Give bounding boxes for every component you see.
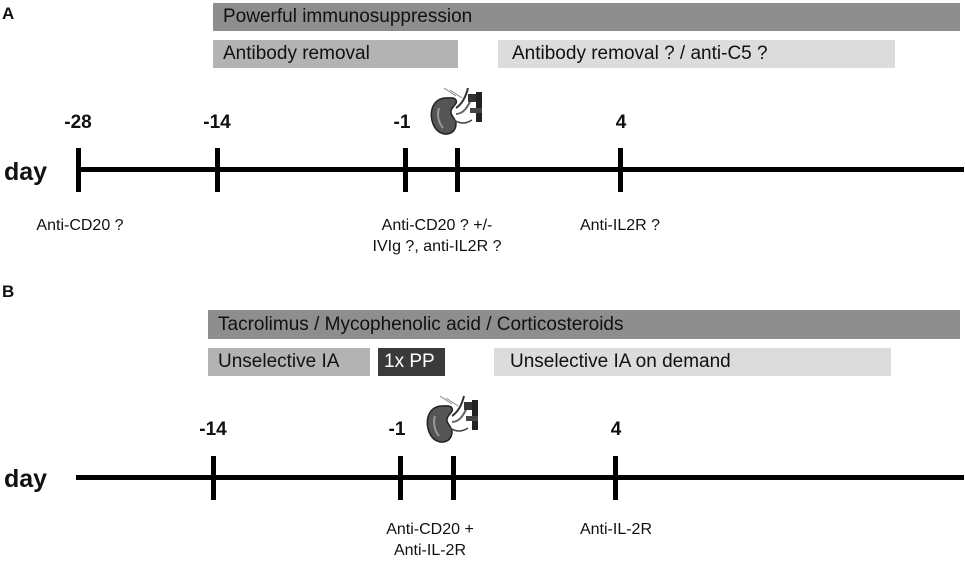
- panel-a-label: A: [2, 4, 15, 23]
- note-a-anti-cd20: Anti-CD20 ?: [36, 217, 124, 234]
- tick-a-minus-14: [215, 148, 220, 192]
- bar-unselective-ia-on-demand: Unselective IA on demand: [494, 348, 891, 376]
- note-b-anti-il-2r: Anti-IL-2R: [579, 521, 653, 538]
- note-b-anti-cd20-line1: Anti-CD20 +: [386, 521, 474, 538]
- bar-1x-pp: 1x PP: [378, 348, 445, 376]
- tick-label-b-4: 4: [610, 419, 622, 440]
- day-label-a: day: [4, 158, 48, 186]
- timeline-axis-a: [76, 167, 964, 172]
- bar-unselective-ia: Unselective IA: [208, 348, 370, 376]
- tick-label-a-minus-14: -14: [203, 112, 231, 133]
- tick-a-transplant: [455, 148, 460, 192]
- bar-antibody-removal: Antibody removal: [213, 40, 458, 68]
- tick-b-transplant: [451, 456, 456, 500]
- note-a-anti-cd20-ivig-line2: IVIg ?, anti-IL2R ?: [372, 238, 502, 255]
- bar-antibody-removal-anti-c5: Antibody removal ? / anti-C5 ?: [498, 40, 895, 68]
- tick-a-minus-28: [76, 148, 81, 192]
- note-a-anti-cd20-ivig-line1: Anti-CD20 ? +/-: [381, 217, 493, 234]
- timeline-axis-b: [76, 475, 964, 480]
- tick-a-4: [618, 148, 623, 192]
- tick-label-a-minus-1: -1: [393, 112, 411, 133]
- tick-label-b-minus-14: -14: [199, 419, 227, 440]
- kidney-transplant-icon: [426, 395, 478, 443]
- tick-label-a-minus-28: -28: [64, 112, 92, 133]
- tick-a-minus-1: [403, 148, 408, 192]
- note-b-anti-cd20-line2: Anti-IL-2R: [393, 542, 467, 559]
- panel-b-label: B: [2, 282, 15, 301]
- note-a-anti-il2r: Anti-IL2R ?: [579, 217, 661, 234]
- bar-tacrolimus-mycophenolic-corticosteroids: Tacrolimus / Mycophenolic acid / Cortico…: [208, 310, 960, 339]
- tick-b-4: [613, 456, 618, 500]
- tick-b-minus-14: [211, 456, 216, 500]
- kidney-transplant-icon: [430, 87, 482, 135]
- bar-powerful-immunosuppression: Powerful immunosuppression: [213, 3, 960, 31]
- tick-label-a-4: 4: [615, 112, 627, 133]
- day-label-b: day: [4, 465, 48, 493]
- tick-label-b-minus-1: -1: [388, 419, 406, 440]
- tick-b-minus-1: [398, 456, 403, 500]
